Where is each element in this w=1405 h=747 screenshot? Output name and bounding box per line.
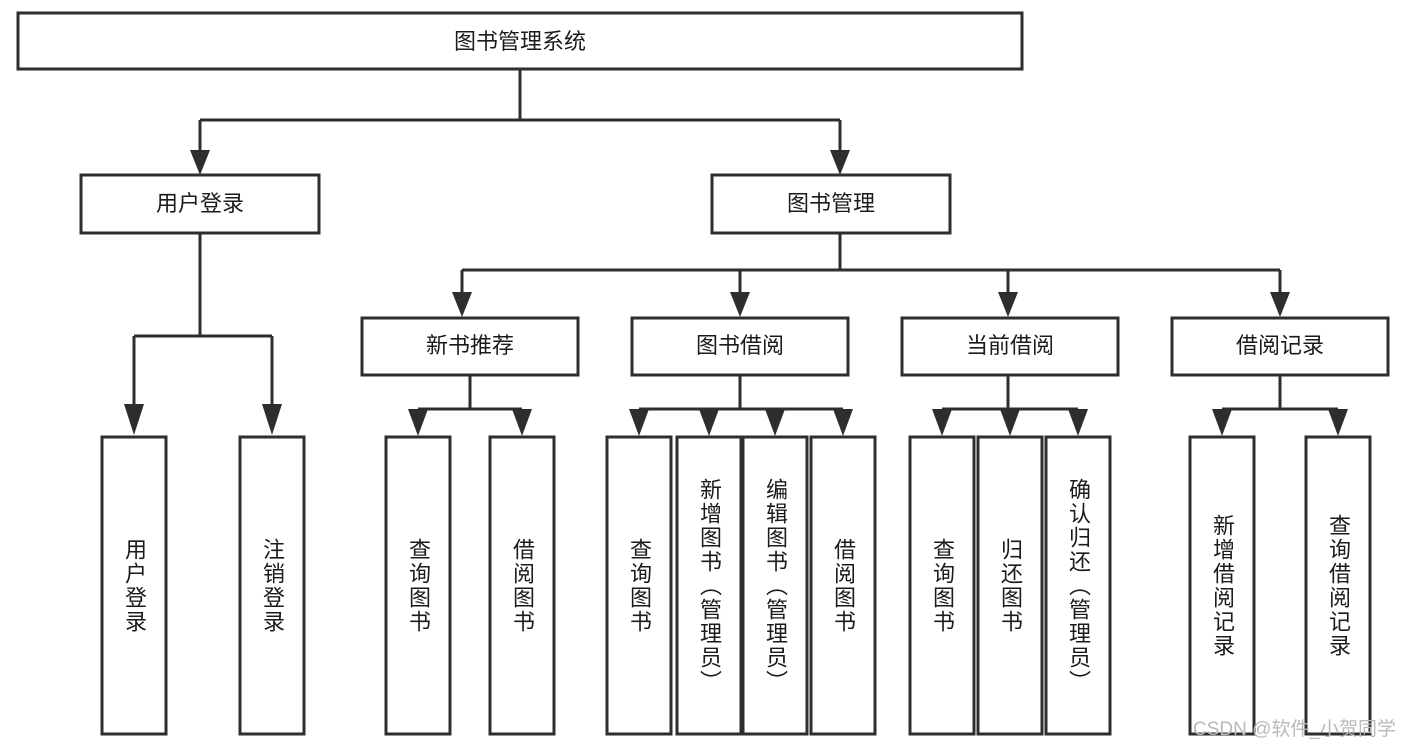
node-label: 归还图书: [998, 537, 1023, 634]
arrowhead-icon: [512, 409, 532, 436]
leaf-book-borrow-borrow[interactable]: 借阅图书: [809, 435, 877, 736]
node-box: [238, 435, 306, 736]
arrowhead-icon: [1068, 409, 1088, 436]
node-box: [79, 173, 321, 235]
node-box: [16, 11, 1024, 71]
arrowhead-icon: [833, 409, 853, 436]
node-borrow-record[interactable]: 借阅记录: [1170, 316, 1390, 377]
node-box: [630, 316, 850, 377]
arrowhead-icon: [408, 409, 428, 436]
arrowhead-icon: [190, 150, 210, 175]
leaf-current-borrow-query[interactable]: 查询图书: [908, 435, 976, 736]
arrowhead-icon: [629, 409, 649, 436]
connector-newbook-to-leaves: [408, 375, 532, 436]
node-user-login[interactable]: 用户登录: [79, 173, 321, 235]
leaf-book-borrow-query[interactable]: 查询图书: [605, 435, 673, 736]
node-box: [908, 435, 976, 736]
connector-bookmgmt-to-level3: [452, 233, 1290, 317]
arrowhead-icon: [1212, 409, 1232, 436]
node-box: [675, 435, 743, 736]
leaf-borrow-record-query[interactable]: 查询借阅记录: [1304, 435, 1372, 736]
arrowhead-icon: [124, 404, 144, 435]
node-box: [976, 435, 1044, 736]
leaf-user-login-logout[interactable]: 注销登录: [238, 435, 306, 736]
node-book-borrow[interactable]: 图书借阅: [630, 316, 850, 377]
node-label: 编辑图书（管理员）: [763, 477, 788, 694]
connector-currentborrow-to-leaves: [932, 375, 1088, 436]
leaf-book-borrow-add[interactable]: 新增图书（管理员）: [675, 435, 743, 736]
node-box: [1170, 316, 1390, 377]
node-label: 注销登录: [260, 537, 285, 634]
node-label: 当前借阅: [966, 333, 1054, 358]
connector-borrowrecord-to-leaves: [1212, 375, 1348, 436]
node-book-management[interactable]: 图书管理: [710, 173, 952, 235]
arrowhead-icon: [1270, 292, 1290, 317]
node-box: [384, 435, 452, 736]
node-label: 查询借阅记录: [1326, 513, 1351, 658]
node-label: 借阅图书: [510, 537, 535, 634]
node-label: 查询图书: [930, 537, 955, 634]
node-label: 图书管理系统: [454, 29, 586, 54]
node-label: 新书推荐: [426, 333, 514, 358]
arrowhead-icon: [1000, 409, 1020, 436]
arrowhead-icon: [262, 404, 282, 435]
node-box: [900, 316, 1120, 377]
node-label: 查询图书: [406, 537, 431, 634]
node-box: [1304, 435, 1372, 736]
leaf-new-book-borrow[interactable]: 借阅图书: [488, 435, 556, 736]
leaf-book-borrow-edit[interactable]: 编辑图书（管理员）: [741, 435, 809, 736]
node-label: 确认归还（管理员）: [1066, 477, 1091, 694]
connector-root-to-level2: [190, 69, 850, 175]
node-box: [605, 435, 673, 736]
node-label: 用户登录: [156, 191, 244, 216]
leaf-new-book-query[interactable]: 查询图书: [384, 435, 452, 736]
leaf-user-login-login[interactable]: 用户登录: [100, 435, 168, 736]
node-label: 新增图书（管理员）: [697, 477, 722, 694]
leaf-borrow-record-add[interactable]: 新增借阅记录: [1188, 435, 1256, 736]
arrowhead-icon: [452, 292, 472, 317]
node-box: [1044, 435, 1112, 736]
node-box: [809, 435, 877, 736]
arrowhead-icon: [765, 409, 785, 436]
node-label: 借阅记录: [1236, 333, 1324, 358]
arrowhead-icon: [998, 292, 1018, 317]
leaf-current-borrow-confirm[interactable]: 确认归还（管理员）: [1044, 435, 1112, 736]
node-box: [741, 435, 809, 736]
node-current-borrow[interactable]: 当前借阅: [900, 316, 1120, 377]
node-box: [710, 173, 952, 235]
arrowhead-icon: [699, 409, 719, 436]
node-label: 图书管理: [787, 191, 875, 216]
node-label: 借阅图书: [831, 537, 856, 634]
node-root-system[interactable]: 图书管理系统: [16, 11, 1024, 71]
node-label: 查询图书: [627, 537, 652, 634]
arrowhead-icon: [932, 409, 952, 436]
leaf-current-borrow-return[interactable]: 归还图书: [976, 435, 1044, 736]
node-label: 图书借阅: [696, 333, 784, 358]
arrowhead-icon: [1328, 409, 1348, 436]
node-label: 新增借阅记录: [1210, 513, 1235, 658]
connector-bookborrow-to-leaves: [629, 375, 853, 436]
arrowhead-icon: [830, 150, 850, 175]
node-label: 用户登录: [122, 537, 147, 634]
arrowhead-icon: [730, 292, 750, 317]
connector-userlogin-to-leaves: [124, 233, 282, 435]
node-new-book-recommend[interactable]: 新书推荐: [360, 316, 580, 377]
node-box: [100, 435, 168, 736]
node-box: [1188, 435, 1256, 736]
node-box: [360, 316, 580, 377]
node-box: [488, 435, 556, 736]
